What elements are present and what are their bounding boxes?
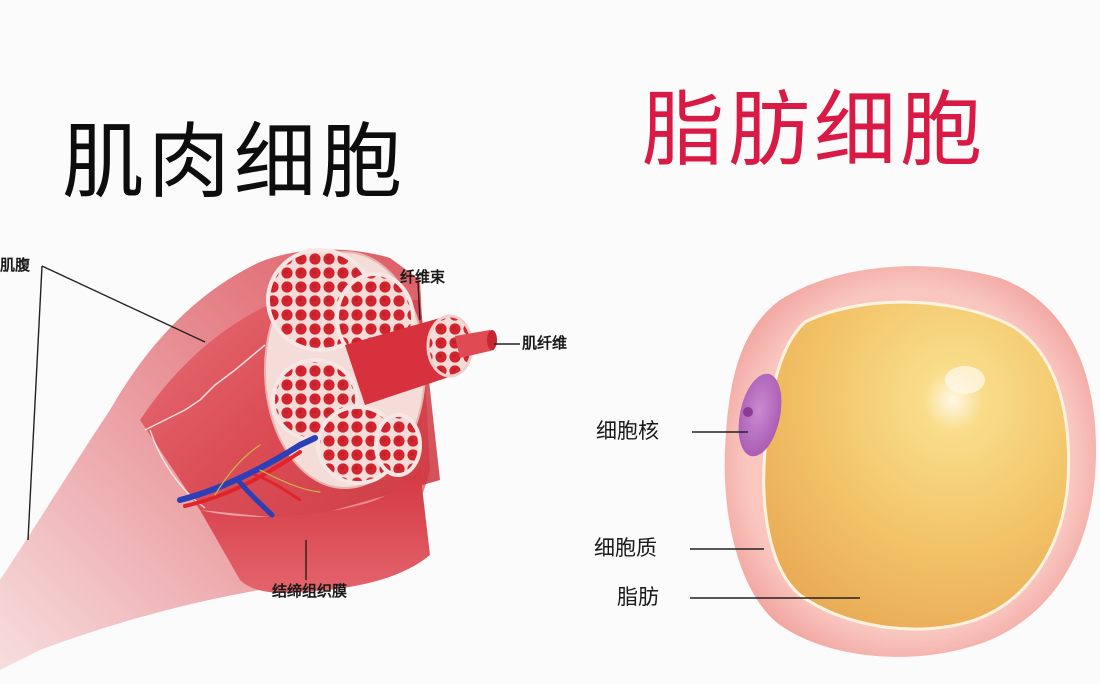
muscle-cell-title: 肌肉细胞: [62, 115, 407, 210]
leader-fascicle: [417, 281, 421, 321]
label-fat: 脂肪: [617, 585, 659, 609]
muscle-leader-lines: [27, 265, 520, 580]
label-muscle-fiber: 肌纤维: [522, 334, 568, 352]
label-cytoplasm: 细胞质: [594, 536, 657, 560]
label-fascicle: 纤维束: [400, 268, 446, 286]
connective-tissue-sheet: [200, 470, 430, 593]
fascicle-cross-section: [264, 248, 426, 489]
fat-leader-lines: [690, 431, 860, 599]
label-connective-membrane: 结缔组织膜: [272, 582, 348, 600]
nucleus: [738, 373, 782, 457]
muscle-fiber-tube: [455, 330, 494, 358]
leader-muscle-belly-b: [27, 265, 43, 541]
leader-muscle-belly-a: [41, 265, 206, 343]
label-muscle-belly: 肌腹: [0, 256, 31, 274]
label-nucleus: 细胞核: [596, 419, 659, 443]
fat-droplet: [762, 300, 1071, 631]
fat-cell-title: 脂肪细胞: [642, 83, 987, 178]
fat-cell-illustration: [724, 266, 1096, 657]
muscle-illustration: [0, 248, 497, 671]
blood-vessels: [177, 435, 321, 518]
